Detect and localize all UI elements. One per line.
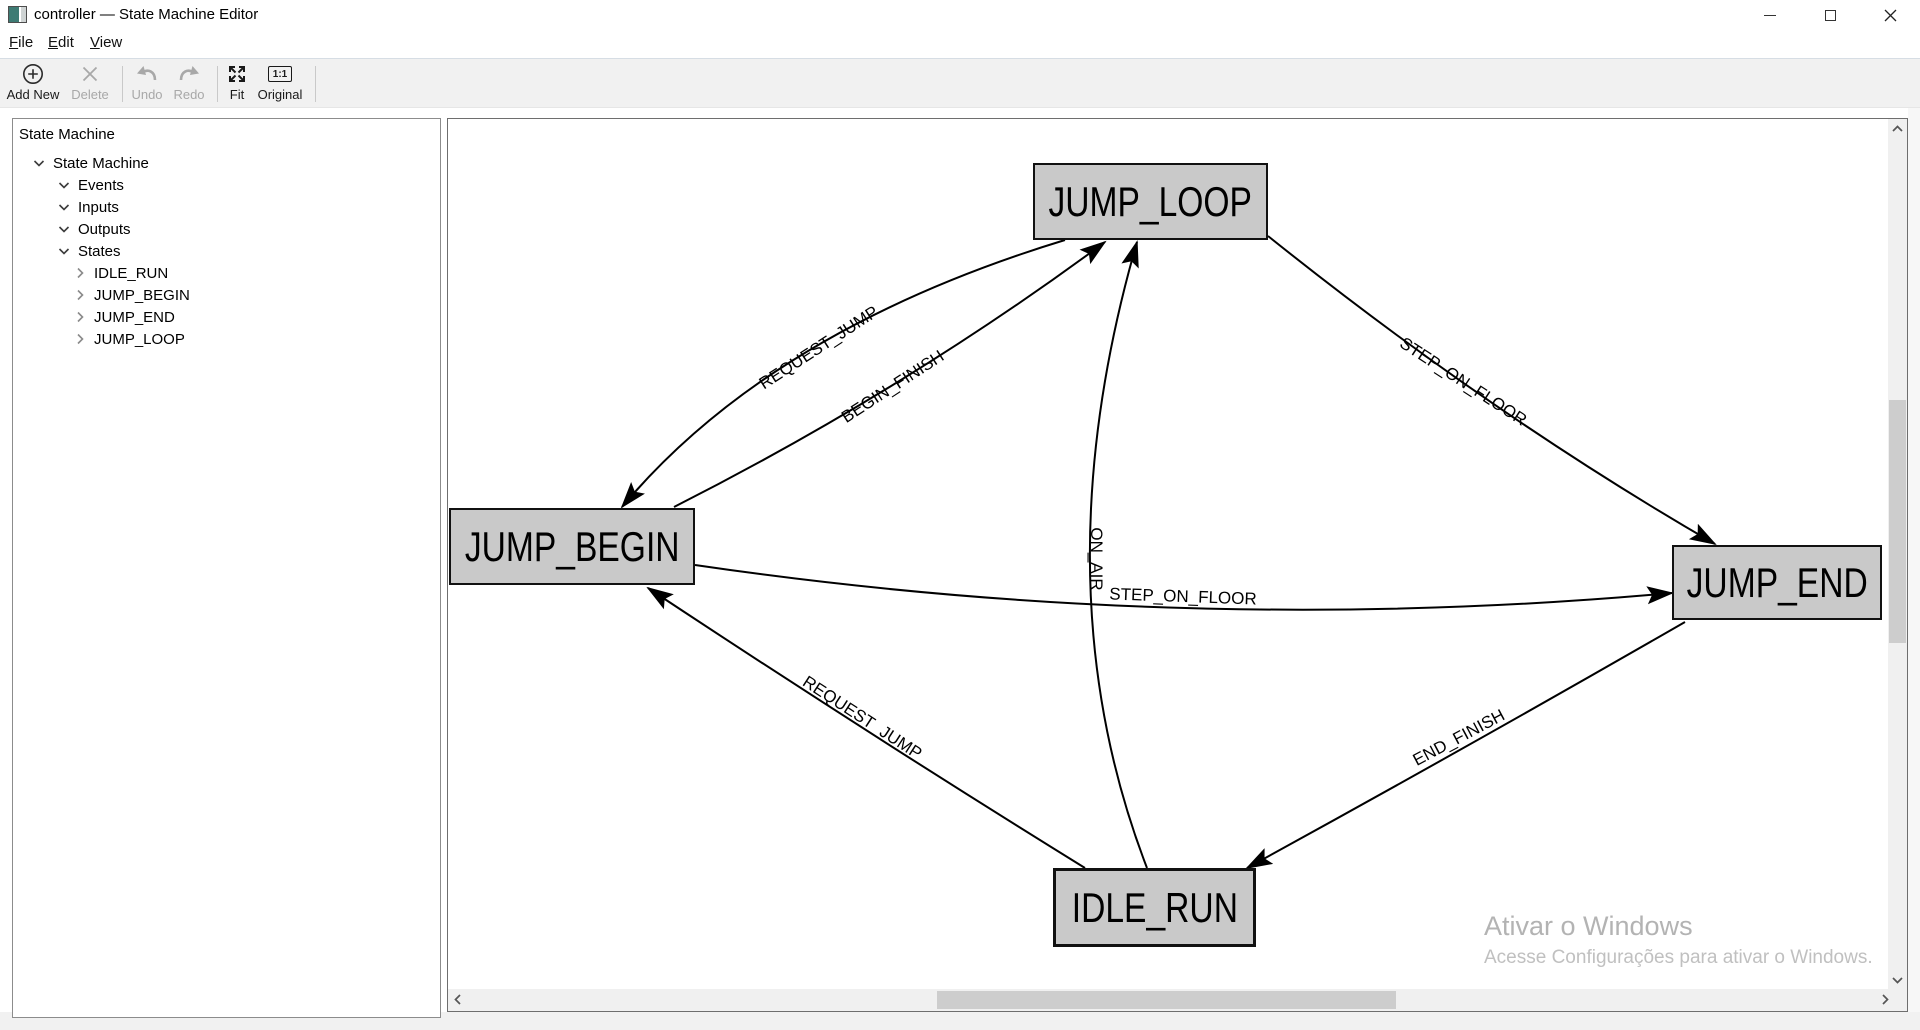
- fit-label: Fit: [229, 87, 245, 102]
- add-new-label: Add New: [6, 87, 60, 102]
- windows-activation-watermark-subtitle: Acesse Configurações para ativar o Windo…: [1484, 947, 1873, 968]
- panel-title: State Machine: [19, 126, 115, 143]
- scroll-right-arrow-icon[interactable]: [1875, 990, 1894, 1009]
- tree-item-label: States: [78, 242, 121, 260]
- horizontal-scrollbar[interactable]: [448, 989, 1907, 1011]
- chevron-down-icon[interactable]: [33, 157, 45, 169]
- title-bar: controller — State Machine Editor: [0, 0, 1920, 30]
- state-node-idle-run[interactable]: IDLE_RUN: [1053, 868, 1256, 947]
- chevron-down-icon[interactable]: [58, 201, 70, 213]
- state-machine-tree-panel: State Machine State Machine Events Input…: [12, 118, 441, 1018]
- edge-on-air[interactable]: [1088, 240, 1148, 869]
- tree-item-label: Inputs: [78, 198, 119, 216]
- tree-item-jump-loop[interactable]: JUMP_LOOP: [74, 329, 185, 349]
- original-label: Original: [257, 87, 303, 102]
- chevron-down-icon[interactable]: [58, 179, 70, 191]
- scroll-up-arrow-icon[interactable]: [1888, 119, 1907, 138]
- tree-item-label: State Machine: [53, 154, 149, 172]
- state-node-label: JUMP_BEGIN: [464, 522, 680, 570]
- tree-item-jump-begin[interactable]: JUMP_BEGIN: [74, 285, 190, 305]
- undo-arrow-icon: [135, 61, 159, 87]
- tree-item-jump-end[interactable]: JUMP_END: [74, 307, 175, 327]
- redo-arrow-icon: [177, 61, 201, 87]
- state-node-jump-begin[interactable]: JUMP_BEGIN: [449, 508, 695, 585]
- close-button[interactable]: [1861, 0, 1919, 30]
- tree-item-state-machine[interactable]: State Machine: [33, 153, 149, 173]
- fit-button[interactable]: Fit: [206, 61, 268, 107]
- chevron-right-icon[interactable]: [74, 267, 86, 279]
- chevron-right-icon[interactable]: [74, 311, 86, 323]
- one-to-one-icon: 1:1: [268, 61, 292, 87]
- tree-item-label: IDLE_RUN: [94, 264, 169, 282]
- state-node-jump-end[interactable]: JUMP_END: [1672, 545, 1882, 620]
- vertical-scrollbar[interactable]: [1888, 119, 1907, 989]
- minimize-icon: [1764, 14, 1776, 16]
- original-button[interactable]: 1:1 Original: [249, 61, 311, 107]
- toolbar-separator: [122, 66, 123, 102]
- transition-edges: [620, 235, 1717, 869]
- edge-step-on-floor-loop-to-end[interactable]: [1267, 235, 1717, 546]
- tree-item-inputs[interactable]: Inputs: [58, 197, 119, 217]
- edge-label[interactable]: ON_AIR: [1087, 527, 1106, 591]
- vertical-scrollbar-thumb[interactable]: [1889, 400, 1906, 643]
- window-right-strip: [1908, 108, 1920, 1012]
- fit-expand-icon: [225, 61, 249, 87]
- tree-item-label: JUMP_BEGIN: [94, 286, 190, 304]
- minimize-button[interactable]: [1741, 0, 1799, 30]
- tree-item-label: JUMP_END: [94, 308, 175, 326]
- tree-item-label: Outputs: [78, 220, 131, 238]
- maximize-button[interactable]: [1801, 0, 1859, 30]
- menu-edit[interactable]: Edit: [48, 34, 74, 51]
- toolbar: Add New Delete Undo Redo: [0, 58, 1920, 108]
- toolbar-separator: [217, 66, 218, 102]
- edge-begin-finish[interactable]: [673, 240, 1107, 508]
- redo-label: Redo: [173, 87, 205, 102]
- add-new-button[interactable]: Add New: [2, 61, 64, 107]
- tree-item-outputs[interactable]: Outputs: [58, 219, 131, 239]
- tree-item-label: JUMP_LOOP: [94, 330, 185, 348]
- state-node-label: IDLE_RUN: [1071, 883, 1238, 931]
- tree-item-idle-run[interactable]: IDLE_RUN: [74, 263, 168, 283]
- delete-x-icon: [78, 61, 102, 87]
- scroll-left-arrow-icon[interactable]: [448, 990, 467, 1009]
- maximize-icon: [1824, 9, 1836, 21]
- tree-item-label: Events: [78, 176, 124, 194]
- delete-button[interactable]: Delete: [59, 61, 121, 107]
- windows-activation-watermark: Ativar o Windows: [1484, 911, 1693, 941]
- diagram-canvas[interactable]: REQUEST_JUMP BEGIN_FINISH ON_AIR STEP_ON…: [447, 118, 1908, 1012]
- state-node-label: JUMP_LOOP: [1048, 177, 1253, 225]
- state-node-label: JUMP_END: [1686, 558, 1868, 606]
- menu-file[interactable]: File: [9, 34, 34, 51]
- chevron-down-icon[interactable]: [58, 245, 70, 257]
- tree-item-events[interactable]: Events: [58, 175, 124, 195]
- add-circle-icon: [21, 61, 45, 87]
- edge-request-jump-idle-to-begin[interactable]: [646, 586, 1086, 869]
- redo-button[interactable]: Redo: [158, 61, 220, 107]
- window-bottom-strip: [0, 1012, 1920, 1030]
- menu-bar: File Edit View: [0, 30, 1920, 58]
- chevron-down-icon[interactable]: [58, 223, 70, 235]
- chevron-right-icon[interactable]: [74, 289, 86, 301]
- menu-view[interactable]: View: [90, 34, 123, 51]
- edge-end-finish[interactable]: [1245, 621, 1686, 869]
- app-icon: [8, 6, 27, 23]
- chevron-right-icon[interactable]: [74, 333, 86, 345]
- undo-label: Undo: [131, 87, 163, 102]
- tree-item-states[interactable]: States: [58, 241, 121, 261]
- undo-button[interactable]: Undo: [116, 61, 178, 107]
- edge-request-jump-loop-to-begin[interactable]: [620, 239, 1066, 509]
- delete-label: Delete: [71, 87, 109, 102]
- toolbar-separator: [315, 66, 316, 102]
- window-title: controller — State Machine Editor: [34, 6, 259, 23]
- scroll-down-arrow-icon[interactable]: [1888, 970, 1907, 989]
- close-icon: [1884, 9, 1896, 21]
- edge-step-on-floor-begin-to-end[interactable]: [694, 564, 1674, 611]
- horizontal-scrollbar-thumb[interactable]: [937, 991, 1396, 1009]
- state-node-jump-loop[interactable]: JUMP_LOOP: [1033, 163, 1268, 240]
